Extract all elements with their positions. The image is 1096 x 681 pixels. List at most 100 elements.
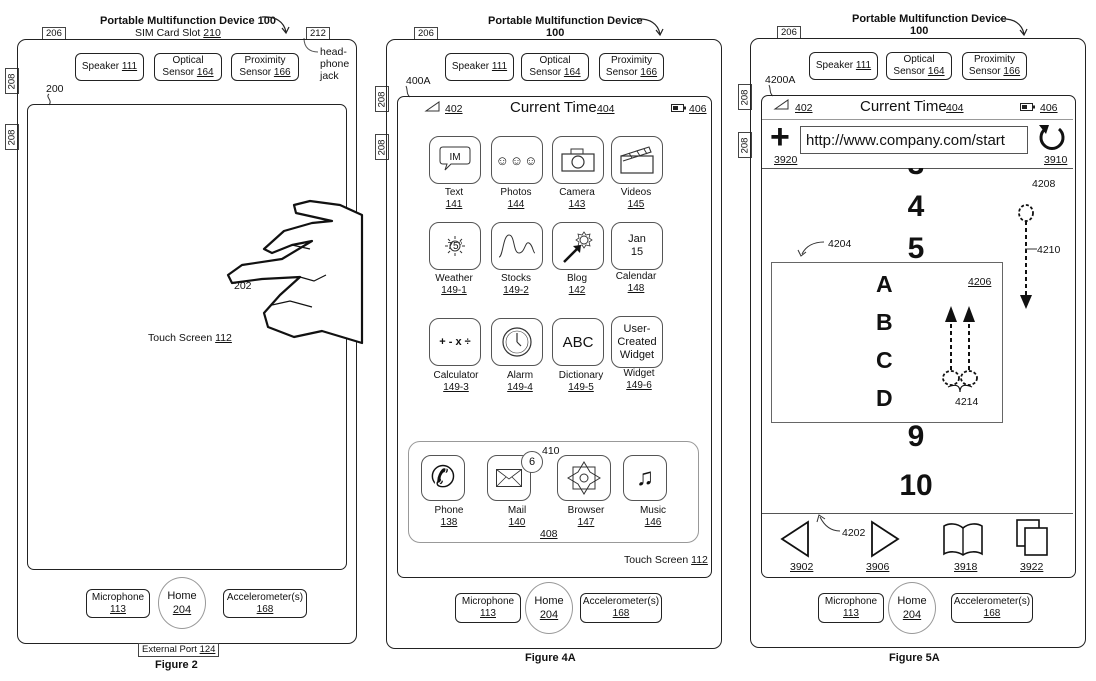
fig5a-title: Portable Multifunction Device [852,13,1007,25]
signal-strength-icon [775,100,789,110]
fig4a-caption: Figure 4A [525,652,576,664]
fig4a-title: Portable Multifunction Device [488,15,643,27]
fig4a-touch-screen-label: Touch Screen 112 [624,554,708,566]
fig2-tag202: 202 [234,280,252,292]
videos-app-label: Videos145 [601,187,671,211]
hand-illustration [222,197,362,357]
bookmarks-book-icon[interactable] [943,522,983,556]
text-app-icon[interactable]: IM [429,136,481,184]
fig5a-tag4210: 4210 [1037,244,1060,256]
fig4a-optical-sensor-box: OpticalSensor 164 [521,53,589,81]
widget-app-icon[interactable]: User-CreatedWidget [611,316,663,368]
camera-app-icon[interactable] [552,136,604,184]
fig2-home-button[interactable]: Home204 [158,577,206,629]
fig2-proximity-sensor-box: ProximitySensor 166 [231,53,299,81]
url-input[interactable]: http://www.company.com/start [800,126,1028,154]
fig5a-home-button[interactable]: Home204 [888,582,936,634]
fig2-title: Portable Multifunction Device 100 [100,15,276,27]
browser-app-icon[interactable] [557,455,611,501]
stocks-app-icon[interactable] [491,222,543,270]
fig5a-tag3902: 3902 [790,561,813,573]
tag4202-leader [816,513,842,533]
im-text: IM [449,152,460,163]
fig2-microphone-box: Microphone113 [86,589,150,618]
fig4a-speaker-box: Speaker 111 [445,53,514,81]
music-note-icon: ♫ [636,464,654,492]
videos-app-icon[interactable] [611,136,663,184]
fig5a-tag3918: 3918 [954,561,977,573]
browser-app-label: Browser147 [551,505,621,529]
widget-app-label: Widget149-6 [604,368,674,392]
tag4210-leader [1024,244,1038,254]
calendar-app-label: Calendar148 [601,271,671,295]
phone-handset-icon: ✆ [430,463,455,493]
new-window-pages-icon[interactable] [1016,519,1050,557]
alarm-app-icon[interactable] [491,318,543,366]
refresh-icon[interactable] [1037,123,1067,153]
two-finger-swipe-gesture-icon [938,304,988,394]
fig5a-proximity-sensor-box: ProximitySensor 166 [962,52,1027,80]
fig4a-tag402: 402 [445,103,463,115]
letter-d: D [876,385,893,412]
abc-text: ABC [563,334,594,351]
fig2-accelerometer-box: Accelerometer(s)168 [223,589,307,618]
stock-chart-icon [497,231,537,261]
phone-app-label: Phone138 [414,505,484,529]
fig5a-tag3920: 3920 [774,154,797,166]
battery-icon [1020,103,1036,111]
fig4a-microphone-box: Microphone113 [455,593,521,623]
number-5: 5 [886,232,946,266]
music-app-label: Music146 [618,505,688,529]
fig5a-tag4204: 4204 [828,238,851,250]
fig4a-current-time: Current Time [510,99,597,116]
calendar-month: Jan [628,233,646,246]
fig5a-tag402: 402 [795,102,813,114]
fig4a-accelerometer-box: Accelerometer(s)168 [580,593,662,623]
cursor-gear-icon [558,226,598,266]
add-bookmark-icon[interactable]: + [770,120,790,154]
fig2-caption: Figure 2 [155,659,198,671]
fig5a-tag4206: 4206 [968,276,991,288]
fig4a-title-ref: 100 [546,27,564,39]
phone-app-icon[interactable]: ✆ [421,455,465,501]
letter-c: C [876,347,893,374]
photos-app-label: Photos144 [481,187,551,211]
fig5a-tag404: 404 [946,102,964,114]
calendar-day: 15 [631,246,643,259]
fig2-title-arrow [262,14,292,34]
dictionary-app-icon[interactable]: ABC [552,318,604,366]
fig4a-home-button[interactable]: Home204 [525,582,573,634]
blog-app-icon[interactable] [552,222,604,270]
fig5a-title-ref: 100 [910,25,928,37]
fig5a-title-arrow [1000,16,1030,38]
signal-strength-icon [426,102,440,112]
fig4a-tag408: 408 [540,528,558,540]
forward-arrow-icon[interactable] [870,520,900,558]
fig4a-proximity-sensor-box: ProximitySensor 166 [599,53,664,81]
sun-icon [445,236,465,256]
fig4a-title-arrow [636,16,666,38]
number-3: 3 [886,168,946,182]
calculator-app-icon[interactable]: + - x ÷ [429,318,481,366]
music-app-icon[interactable]: ♫ [623,455,667,501]
fig5a-tag3922: 3922 [1020,561,1043,573]
calculator-glyphs: + - x ÷ [439,336,470,348]
compass-icon [566,460,602,496]
clapperboard-icon [619,146,655,174]
text-app-label: Text141 [419,187,489,211]
fig5a-tag4208: 4208 [1032,178,1055,190]
fig5a-tag4202: 4202 [842,527,865,539]
stocks-app-label: Stocks149-2 [481,273,551,297]
mail-badge: 6 [521,451,543,473]
fig5a-microphone-box: Microphone113 [818,593,884,623]
fig5a-speaker-box: Speaker 111 [809,52,878,80]
weather-app-icon[interactable]: 75° [429,222,481,270]
back-arrow-icon[interactable] [780,520,810,558]
calendar-app-icon[interactable]: Jan15 [611,222,663,270]
tag4204-leader [796,240,826,260]
clock-icon [500,325,534,359]
envelope-icon [496,469,522,487]
fig4a-tag404: 404 [597,103,615,115]
photos-app-icon[interactable]: ☺☺☺ [491,136,543,184]
fig5a-optical-sensor-box: OpticalSensor 164 [886,52,952,80]
